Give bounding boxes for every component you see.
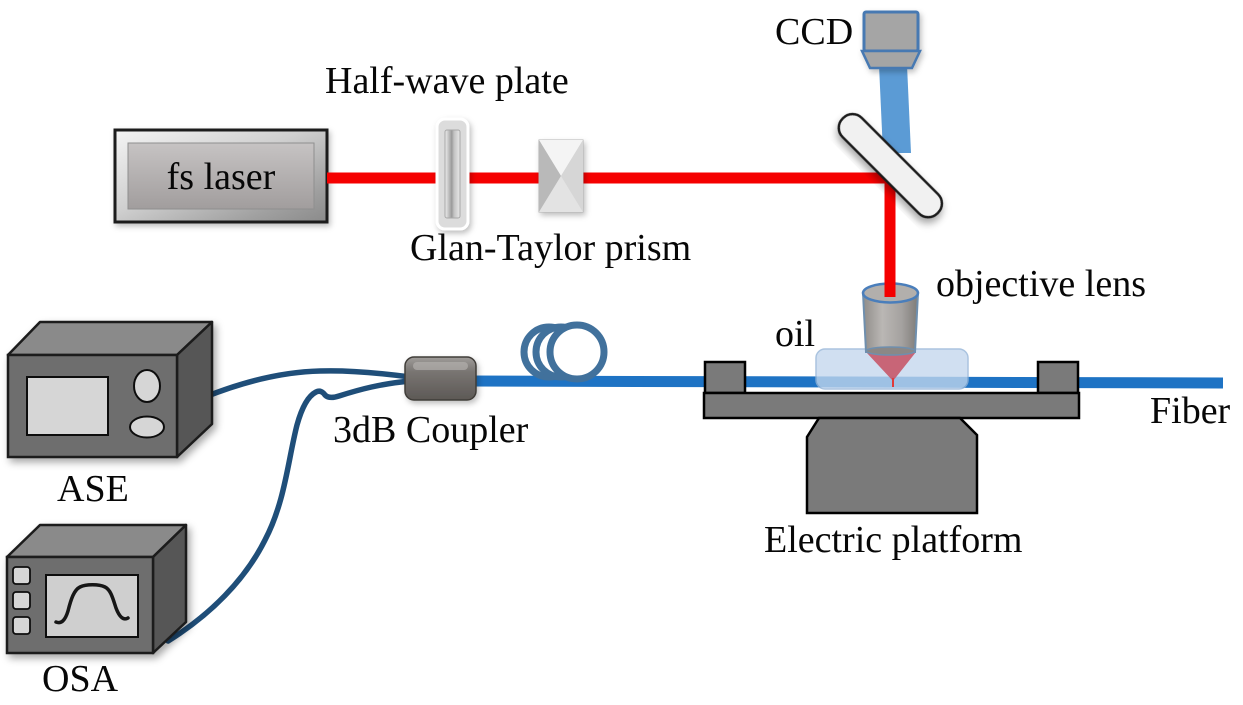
coupler-3db: [404, 356, 477, 401]
label-electric-platform: Electric platform: [764, 519, 1023, 561]
label-fs-laser: fs laser: [166, 156, 276, 198]
label-oil: oil: [775, 313, 816, 355]
ase-patch-fiber: [202, 368, 413, 400]
osa-button: [12, 591, 31, 610]
fiber-clamp-left: [703, 360, 747, 395]
label-osa: OSA: [42, 658, 119, 700]
platform-base: [805, 416, 979, 515]
label-ase: ASE: [57, 468, 129, 510]
fs-laser-box: [113, 128, 329, 224]
osa-button: [12, 566, 31, 585]
ccd-camera: [860, 10, 922, 70]
osa-patch-fiber: [165, 378, 413, 644]
label-fiber: Fiber: [1150, 390, 1231, 432]
osa-box: [5, 523, 188, 655]
fiber-coil: [520, 321, 608, 383]
osa-spectrum-trace: [54, 583, 130, 625]
ase-knob-bottom: [129, 415, 165, 439]
focus-cone: [866, 352, 916, 381]
label-3db-coupler: 3dB Coupler: [333, 409, 529, 451]
fiber-clamp-right: [1036, 360, 1080, 395]
platform-stage-bar: [702, 391, 1081, 420]
label-ccd: CCD: [775, 11, 854, 53]
ase-knob-top: [133, 369, 161, 403]
glan-taylor-prism: [538, 139, 584, 213]
label-glan-taylor-prism: Glan-Taylor prism: [410, 227, 692, 269]
ccd-beam: [879, 65, 911, 153]
osa-button: [12, 616, 31, 635]
ase-box: [6, 320, 214, 459]
half-wave-plate: [435, 117, 470, 231]
ase-screen: [26, 376, 109, 436]
label-objective-lens: objective lens: [936, 263, 1146, 305]
label-half-wave-plate: Half-wave plate: [325, 60, 569, 102]
dichroic-mirror: [837, 112, 944, 219]
